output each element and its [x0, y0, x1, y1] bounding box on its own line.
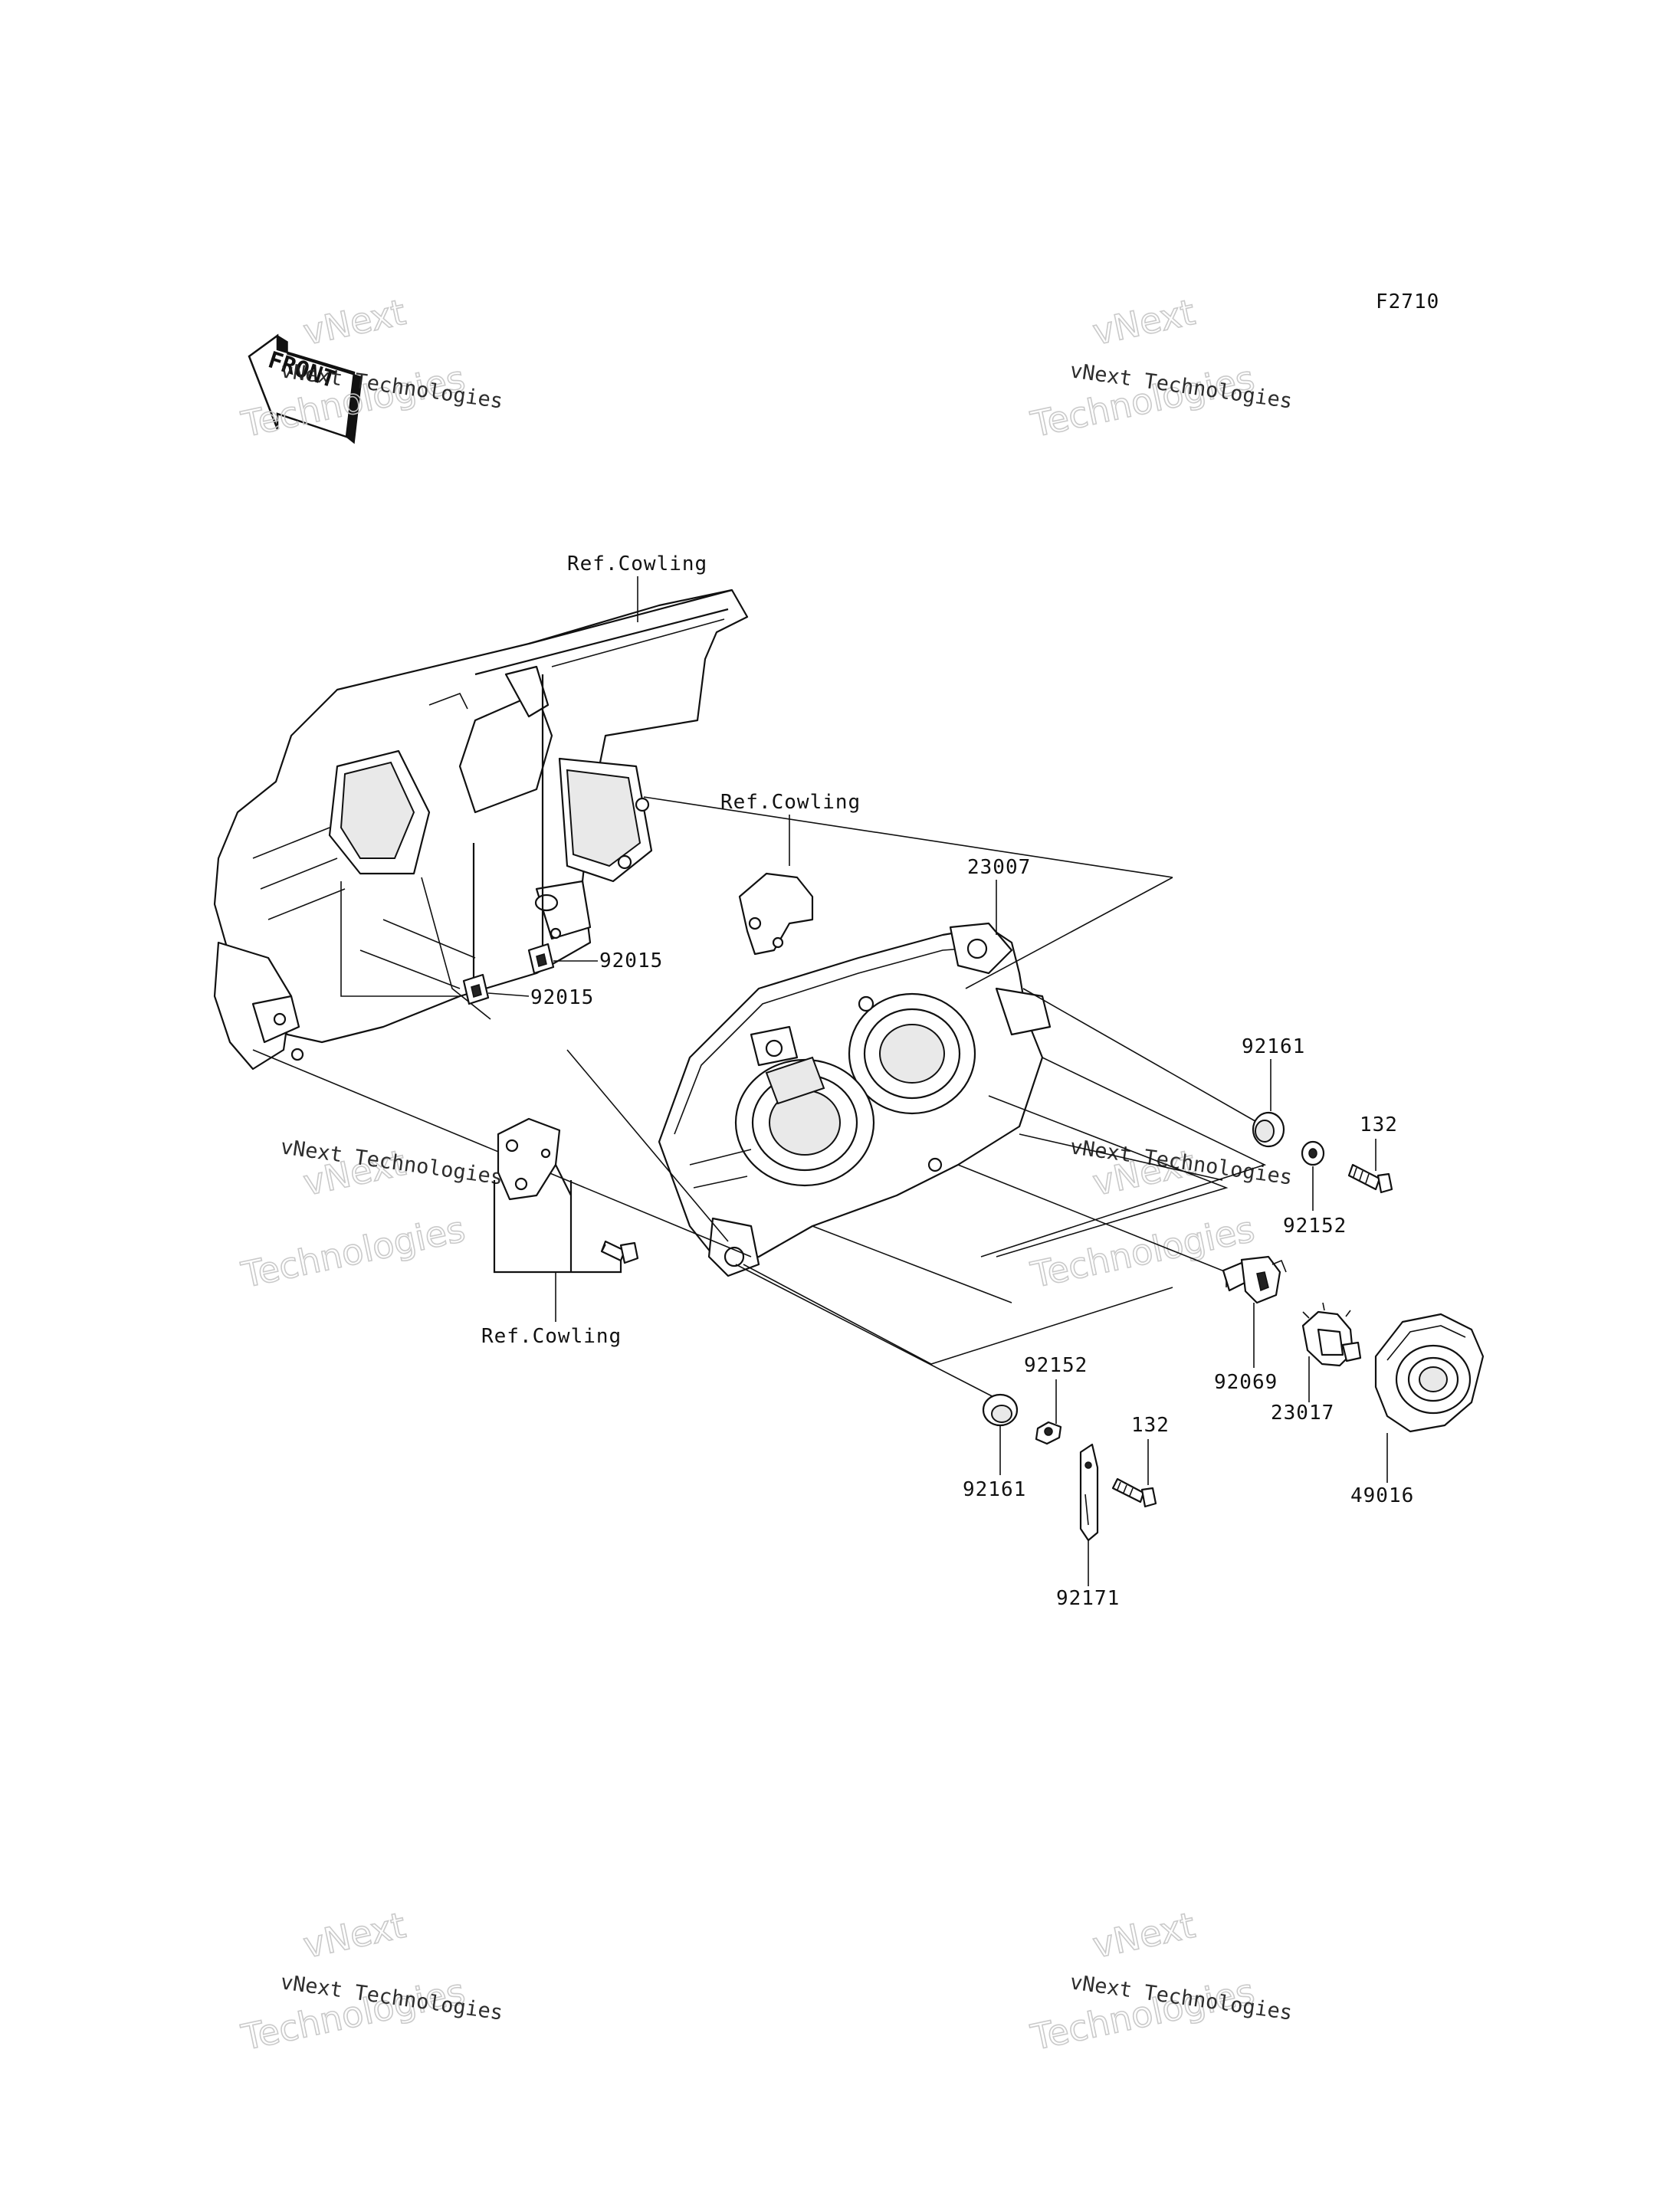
cap-49016	[1374, 1313, 1485, 1433]
label-92161-right: 92161	[1242, 1035, 1305, 1058]
watermark-outline-vnext: vNext	[1089, 291, 1199, 353]
grommet-92161-bottom	[982, 1393, 1019, 1427]
label-92069: 92069	[1214, 1371, 1278, 1394]
ref-cowling-top-label: Ref.Cowling	[567, 553, 707, 575]
label-92161-bottom: 92161	[963, 1478, 1026, 1501]
bolt-132-right	[1347, 1163, 1393, 1194]
bulb-92069	[1222, 1255, 1287, 1304]
clip-nut-92015-b	[462, 973, 490, 1005]
collar-92152-bottom	[1035, 1421, 1062, 1445]
watermark-bottom-right: vNext Technologies vNext Technologies	[1026, 1904, 1294, 2059]
clamp-band-92171	[1079, 1443, 1099, 1542]
clip-nut-92015-a	[527, 943, 555, 975]
watermark-top-right: vNext Technologies vNext Technologies	[1026, 290, 1294, 446]
label-92015-b: 92015	[530, 986, 594, 1009]
ref-cowling-bottom-bracket-lines	[493, 1164, 622, 1274]
socket-23017	[1301, 1302, 1362, 1367]
cowling-assembly	[213, 589, 749, 1071]
watermark-outline-vnext: vNext	[300, 291, 409, 353]
mid-bracket	[738, 872, 814, 956]
left-bolt	[600, 1240, 639, 1264]
label-132-bottom: 132	[1131, 1414, 1170, 1437]
watermark-outline-technologies: Technologies	[1027, 1208, 1258, 1296]
label-92152-right: 92152	[1283, 1215, 1347, 1238]
label-92015-a: 92015	[599, 949, 663, 972]
figure-id: F2710	[1376, 290, 1439, 313]
watermark-bottom-left: vNext Technologies vNext Technologies	[237, 1904, 504, 2059]
label-23017: 23017	[1271, 1402, 1334, 1425]
watermark-mid-left: vNext Technologies vNext Technologies	[237, 1135, 504, 1297]
label-23007: 23007	[967, 856, 1031, 879]
ref-cowling-mid-label: Ref.Cowling	[720, 791, 861, 814]
watermark-outline-vnext: vNext	[1089, 1904, 1199, 1966]
ref-cowling-bottom-label: Ref.Cowling	[481, 1325, 622, 1348]
bolt-132-bottom	[1111, 1477, 1157, 1508]
watermark-outline-vnext: vNext	[300, 1904, 409, 1966]
label-132-right: 132	[1360, 1113, 1398, 1136]
left-bracket	[497, 1117, 561, 1201]
label-92171: 92171	[1056, 1587, 1120, 1610]
label-92152-bottom: 92152	[1024, 1354, 1088, 1377]
grommet-92161-right	[1252, 1111, 1285, 1148]
leader-92015-b	[487, 992, 530, 997]
headlight-unit-23007	[658, 922, 1052, 1277]
watermark-outline-technologies: Technologies	[238, 1208, 468, 1296]
label-49016: 49016	[1350, 1484, 1414, 1507]
collar-92152-right	[1301, 1140, 1325, 1166]
